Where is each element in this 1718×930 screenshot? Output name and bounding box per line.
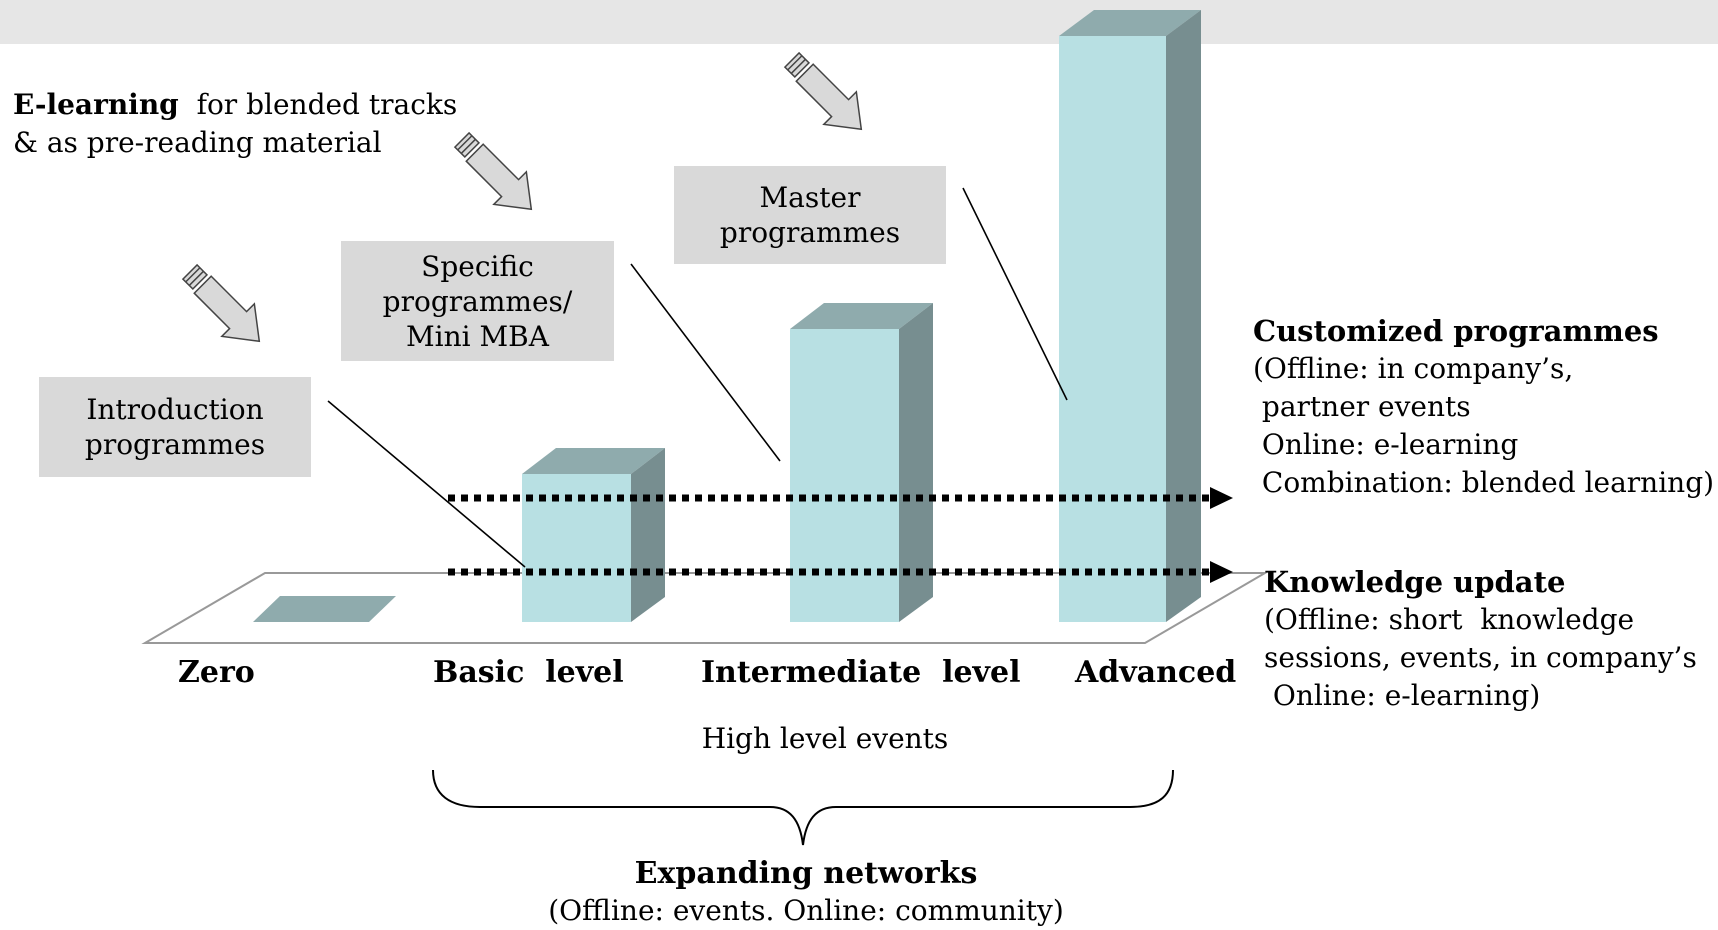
customized-line: partner events [1253,390,1471,423]
connector-intro [327,400,526,568]
box-line: Introduction [86,393,264,426]
customized-title: Customized programmes [1253,314,1659,348]
box-line: Mini MBA [406,319,549,353]
connector-specific [630,263,781,462]
elearning-title: E-learning [13,88,179,121]
knowledge-line: (Offline: short knowledge [1264,603,1635,636]
bar-basic [522,448,665,622]
pencil-arrow-icon [181,263,261,343]
box-line: Master [759,181,861,214]
customized-line: (Offline: in company’s, [1253,352,1574,385]
curly-brace [432,769,1174,846]
dotted-arrow-customized [448,487,1233,509]
level-zero: Zero [178,655,255,690]
knowledge-line: Online: e-learning) [1264,679,1541,712]
connector-master [962,187,1068,401]
knowledge-title: Knowledge update [1264,565,1566,599]
customized-line: Combination: blended learning) [1253,466,1715,499]
elearning-line2: & as pre-reading material [13,126,382,159]
customized-line: Online: e-learning [1253,428,1519,461]
specific-programmes-box: Specific programmes/ Mini MBA [341,241,614,361]
bar-advanced [1059,10,1201,622]
box-line: Specific [421,249,534,283]
dotted-arrow-knowledge [448,561,1233,583]
knowledge-line: sessions, events, in company’s [1264,641,1697,674]
box-line: programmes [719,216,901,249]
header-band [0,0,1718,44]
high-level-events: High level events [701,722,949,755]
box-line: programmes [84,428,266,461]
pencil-arrow-icon [783,51,863,131]
networks-subtitle: (Offline: events. Online: community) [548,894,1064,927]
elearning-line1-rest: for blended tracks [196,88,458,121]
zero-level-tile [253,596,396,622]
elearning-line1: E-learning for blended tracks [13,86,457,124]
master-programmes-box: Master programmes [674,166,946,264]
bar-intermediate [790,303,933,622]
introduction-programmes-box: Introduction programmes [39,377,311,477]
networks-title: Expanding networks [634,856,978,891]
level-advanced: Advanced [1075,655,1237,690]
level-basic: Basic level [433,655,624,690]
pencil-arrow-icon [453,131,533,211]
base-platform [141,572,1269,644]
box-line: programmes/ [382,284,573,318]
level-intermediate: Intermediate level [701,655,1021,690]
